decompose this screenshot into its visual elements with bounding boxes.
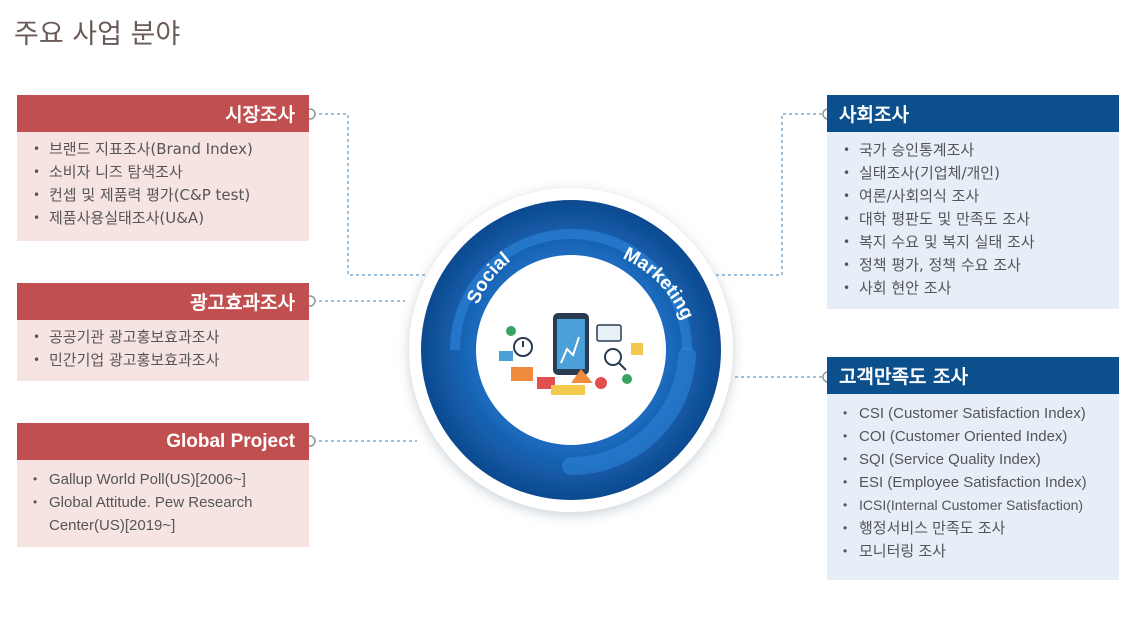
connector-market <box>313 113 425 276</box>
list-item: SQI (Service Quality Index) <box>827 448 1119 471</box>
list-item: COI (Customer Oriented Index) <box>827 425 1119 448</box>
social-marketing-illustration <box>499 313 643 395</box>
panel-ad-effect: 광고효과조사 공공기관 광고홍보효과조사 민간기업 광고홍보효과조사 <box>17 283 309 381</box>
panel-title-global-project: Global Project <box>17 423 309 460</box>
panel-customer-satisfaction: 고객만족도 조사 CSI (Customer Satisfaction Inde… <box>827 357 1119 580</box>
list-item: 국가 승인통계조사 <box>827 139 1119 162</box>
panel-title-customer-satisfaction: 고객만족도 조사 <box>827 357 1119 394</box>
page-title: 주요 사업 분야 <box>14 19 181 50</box>
list-item: 실태조사(기업체/개인) <box>827 162 1119 185</box>
list-item: 공공기관 광고홍보효과조사 <box>17 326 309 349</box>
panel-global-project: Global Project Gallup World Poll(US)[200… <box>17 423 309 547</box>
list-item: 사회 현안 조사 <box>827 277 1119 300</box>
list-item: Global Attitude. Pew Research Center(US)… <box>17 491 309 537</box>
connector-social <box>710 113 822 276</box>
list-item: 정책 평가, 정책 수요 조사 <box>827 254 1119 277</box>
list-item: 대학 평판도 및 만족도 조사 <box>827 208 1119 231</box>
list-item: 제품사용실태조사(U&A) <box>17 207 309 230</box>
panel-title-ad-effect: 광고효과조사 <box>17 283 309 320</box>
list-item: 모니터링 조사 <box>827 540 1119 563</box>
list-item: 민간기업 광고홍보효과조사 <box>17 349 309 372</box>
list-item: Gallup World Poll(US)[2006~] <box>17 468 309 491</box>
panel-social-research: 사회조사 국가 승인통계조사 실태조사(기업체/개인) 여론/사회의식 조사 대… <box>827 95 1119 309</box>
list-item: 복지 수요 및 복지 실태 조사 <box>827 231 1119 254</box>
list-item: ESI (Employee Satisfaction Index) <box>827 471 1119 494</box>
panel-title-market-research: 시장조사 <box>17 95 309 132</box>
list-item: 행정서비스 만족도 조사 <box>827 517 1119 540</box>
list-item: CSI (Customer Satisfaction Index) <box>827 402 1119 425</box>
list-item: 컨셉 및 제품력 평가(C&P test) <box>17 184 309 207</box>
list-item: 여론/사회의식 조사 <box>827 185 1119 208</box>
list-item: ICSI(Internal Customer Satisfaction) <box>827 494 1119 517</box>
list-item: 소비자 니즈 탐색조사 <box>17 161 309 184</box>
list-item: 브랜드 지표조사(Brand Index) <box>17 138 309 161</box>
panel-market-research: 시장조사 브랜드 지표조사(Brand Index) 소비자 니즈 탐색조사 컨… <box>17 95 309 241</box>
panel-title-social-research: 사회조사 <box>827 95 1119 132</box>
